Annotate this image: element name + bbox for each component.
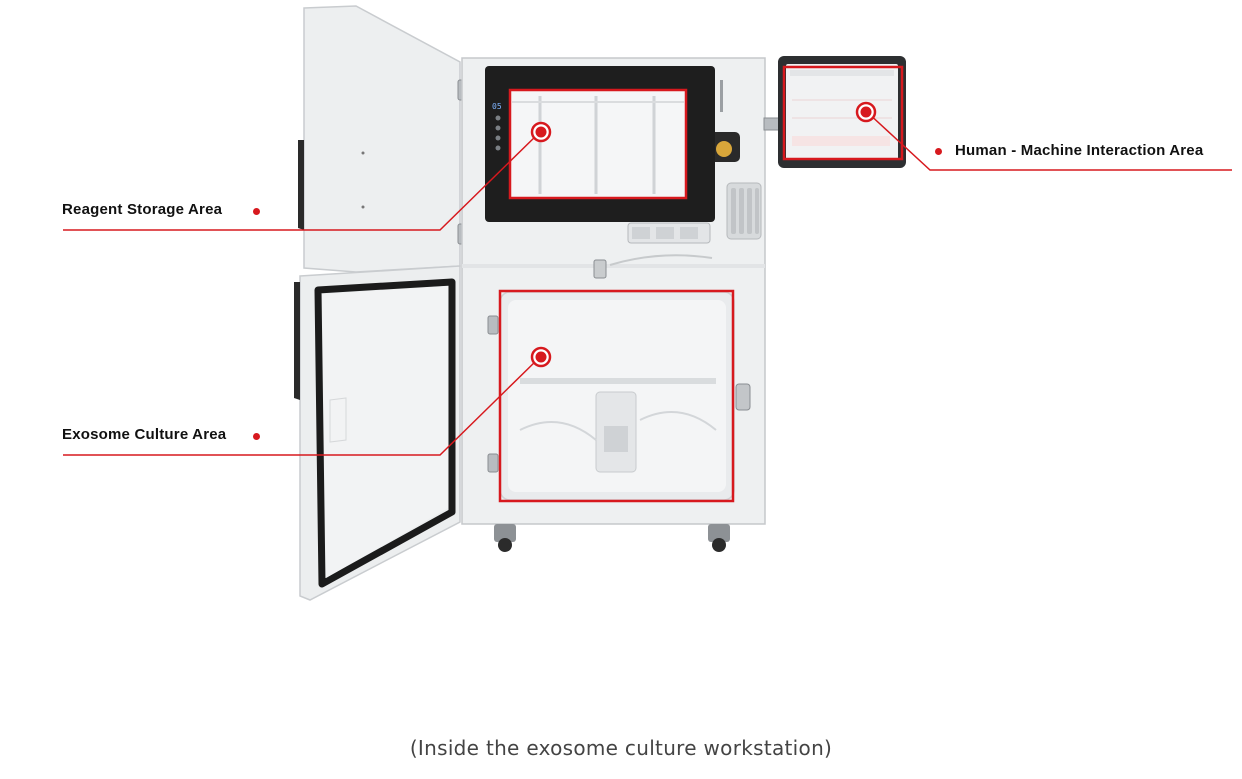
upper-door [298,5,469,273]
reagent-highlight-box [508,88,688,200]
hmi-highlight-box [782,65,904,161]
hmi-leader-line [866,111,1232,171]
culture-window [487,291,735,501]
image-caption: (Inside the exosome culture workstation) [409,736,833,760]
hmi-label: Human - Machine Interaction Area [955,142,1204,159]
exosome-label-dot [253,433,260,440]
exosome-leader-line [63,356,541,456]
reagent-leader-line [63,131,541,231]
reagent-window: 05 [485,66,715,222]
reagent-storage-label: Reagent Storage Area [62,201,223,218]
reagent-label-dot [253,208,260,215]
hmi-screen [763,56,906,168]
exosome-culture-label: Exosome Culture Area [62,426,227,443]
vent-grille [726,182,762,240]
display-readout: 05 [492,102,502,111]
hotspot-markers [530,101,877,368]
callout-overlays [63,65,1232,503]
lower-door [294,265,473,601]
hmi-label-dot [935,148,942,155]
